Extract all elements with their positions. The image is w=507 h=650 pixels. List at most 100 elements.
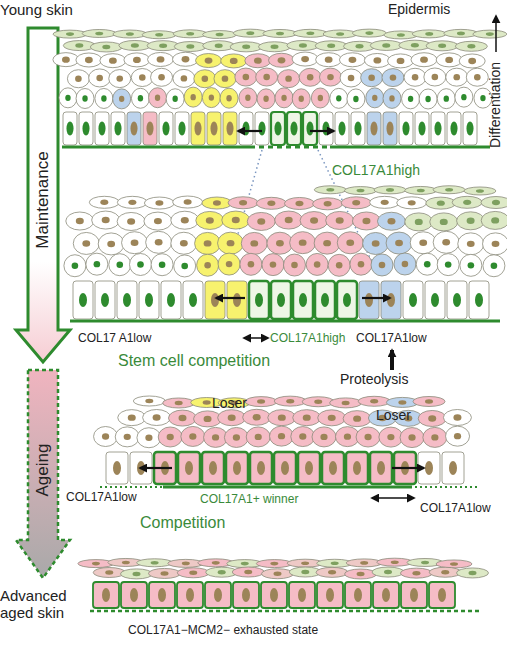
cell-nucleus	[387, 293, 395, 307]
cell	[458, 233, 484, 255]
cell-nucleus	[295, 201, 303, 206]
cell-nucleus	[145, 293, 153, 307]
cell-nucleus	[354, 588, 362, 602]
cell-nucleus	[254, 58, 262, 64]
cell	[400, 568, 432, 578]
cell-nucleus	[342, 401, 350, 406]
basal-cell	[177, 582, 203, 608]
cell	[291, 427, 315, 447]
cell-nucleus	[132, 572, 140, 577]
cell	[218, 253, 240, 275]
cell	[284, 197, 314, 209]
cell-nucleus	[189, 293, 197, 307]
cell-nucleus	[145, 435, 152, 441]
cell-nucleus	[257, 461, 265, 475]
cell-nucleus	[194, 122, 201, 136]
cell	[287, 40, 319, 50]
cell-nucleus	[128, 414, 136, 420]
cell-nucleus	[353, 96, 358, 102]
cell-nucleus	[324, 201, 332, 206]
basal-cell	[139, 281, 159, 319]
cell-nucleus	[299, 433, 306, 439]
cell	[426, 41, 458, 51]
basal-cell	[425, 281, 445, 319]
cell	[330, 398, 362, 408]
process-label: Stem cell competition	[118, 352, 270, 370]
cell	[430, 213, 458, 231]
cell	[433, 186, 465, 194]
cell-nucleus	[189, 433, 196, 439]
cell	[356, 427, 380, 447]
cell-nucleus	[278, 57, 286, 63]
cell-nucleus	[322, 122, 329, 136]
cell-nucleus	[226, 122, 233, 136]
basal-cell	[335, 112, 349, 145]
cell-label: Loser	[376, 408, 411, 423]
cell	[228, 197, 258, 209]
cell-nucleus	[255, 293, 263, 307]
cell-nucleus	[154, 218, 162, 224]
cell	[455, 41, 487, 51]
cell	[109, 70, 131, 88]
cell-nucleus	[66, 122, 73, 136]
cell	[404, 68, 426, 86]
cell-nucleus	[270, 261, 277, 267]
cell-nucleus	[362, 218, 370, 224]
cell-nucleus	[373, 57, 381, 63]
differentiation-arrow	[495, 16, 497, 52]
cell	[412, 30, 446, 38]
cell-nucleus	[155, 200, 163, 205]
cell	[258, 42, 290, 52]
cell-nucleus	[301, 56, 309, 62]
cell	[115, 427, 139, 447]
cell	[370, 40, 402, 50]
cell-nucleus	[281, 95, 286, 101]
cell-nucleus	[349, 57, 357, 63]
cell	[341, 197, 371, 209]
cell	[118, 410, 146, 426]
cell-nucleus	[158, 74, 165, 80]
cell-nucleus	[257, 399, 265, 404]
basal-cell	[271, 112, 285, 145]
basal-cell	[191, 112, 205, 145]
basal-cell	[399, 112, 413, 145]
cell-nucleus	[365, 293, 373, 307]
cell-nucleus	[420, 57, 428, 63]
cell-nucleus	[336, 32, 344, 36]
cell-nucleus	[258, 122, 265, 136]
cell	[268, 410, 296, 426]
cell-nucleus	[389, 95, 394, 101]
basal-cell	[447, 281, 467, 319]
cell	[410, 232, 436, 254]
cell	[352, 212, 380, 230]
cell-nucleus	[232, 217, 240, 223]
cell	[202, 88, 220, 108]
cell-nucleus	[381, 200, 389, 205]
cell-nucleus	[328, 570, 336, 575]
cell-nucleus	[397, 58, 405, 64]
stage-label: Young skin	[0, 2, 73, 19]
cell-nucleus	[310, 217, 318, 223]
cell-nucleus	[467, 44, 475, 49]
cell-nucleus	[226, 261, 233, 267]
cell-nucleus	[468, 58, 476, 64]
cell	[245, 397, 277, 407]
cell-nucleus	[411, 43, 419, 48]
cell-nucleus	[122, 561, 130, 565]
basal-cell	[274, 452, 296, 484]
cell	[73, 232, 99, 254]
basal-cell	[351, 112, 365, 145]
cell-nucleus	[102, 433, 109, 439]
marker-label: COL17A1low	[420, 502, 491, 515]
cell-nucleus	[151, 561, 159, 565]
cell-nucleus	[331, 561, 339, 565]
cell	[318, 410, 346, 426]
cell	[423, 427, 447, 447]
basal-cell	[149, 582, 175, 608]
cell-nucleus	[172, 96, 177, 102]
basal-cell	[403, 281, 423, 319]
cell-nucleus	[343, 293, 351, 307]
cell-nucleus	[159, 43, 167, 48]
cell-nucleus	[155, 33, 163, 37]
